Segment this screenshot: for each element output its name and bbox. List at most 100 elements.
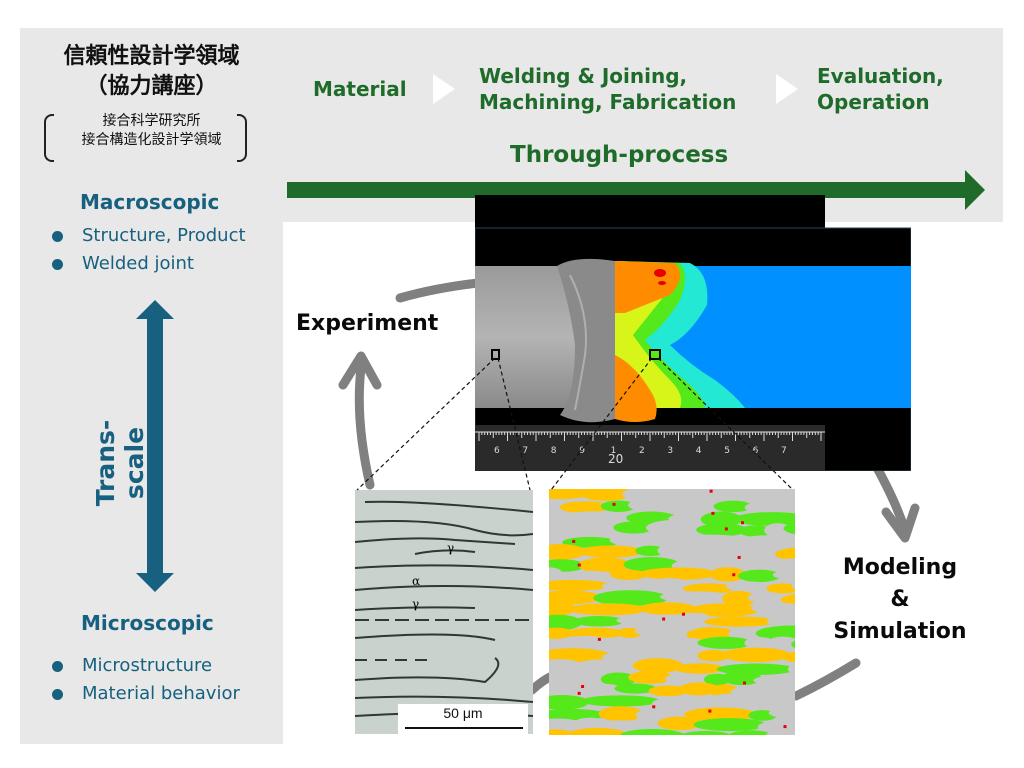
grain <box>578 557 632 573</box>
grain-spot <box>708 709 712 713</box>
grain <box>679 682 719 696</box>
grain-spot <box>732 573 736 577</box>
macroscopic-list: Structure, Product Welded joint <box>52 222 246 278</box>
grain <box>616 614 692 627</box>
macroscopic-heading: Macroscopic <box>80 190 220 214</box>
phase-label-gamma: γ <box>412 597 419 611</box>
list-item-text: Microstructure <box>82 655 213 676</box>
grain <box>790 534 795 544</box>
grain <box>549 671 609 686</box>
grain <box>573 616 625 627</box>
circular-arrow-icon <box>354 363 375 490</box>
ruler-tick-label: 5 <box>724 446 730 456</box>
modeling-line: & <box>890 587 910 612</box>
grain <box>685 544 736 561</box>
grain <box>727 730 773 735</box>
grain <box>566 727 628 735</box>
process-step-label: Material <box>313 77 407 101</box>
arrowhead-icon <box>881 503 920 543</box>
grain <box>747 592 789 604</box>
grain <box>791 640 795 649</box>
grain <box>687 603 760 617</box>
grain <box>549 708 607 721</box>
grain <box>635 716 666 731</box>
grain <box>549 522 592 535</box>
process-step-label: Operation <box>817 90 930 114</box>
grain-spot <box>597 637 601 641</box>
grain <box>727 543 783 559</box>
grain <box>766 636 795 650</box>
grain-spot <box>572 539 576 543</box>
grain <box>555 511 635 525</box>
grain <box>614 683 657 694</box>
scale-bar-label: 50 μm <box>443 705 483 721</box>
bullet-icon <box>52 230 63 242</box>
grain-spot <box>581 684 585 688</box>
ruler-tick-label: 2 <box>639 446 645 456</box>
grain <box>697 650 730 662</box>
grain <box>602 580 655 594</box>
grain <box>579 489 631 501</box>
grain <box>737 569 781 583</box>
grain <box>648 685 688 697</box>
grain <box>632 658 684 673</box>
circular-arrow-icon <box>871 461 910 535</box>
grain <box>549 659 583 672</box>
grain <box>583 523 622 538</box>
bullet-icon <box>52 660 63 672</box>
grain <box>549 559 587 572</box>
grain <box>555 570 619 582</box>
grain <box>744 637 775 650</box>
grain <box>549 648 610 663</box>
grain <box>707 693 755 710</box>
grain <box>660 591 731 603</box>
grain <box>600 500 637 512</box>
grain <box>766 728 795 735</box>
affiliation-line2: 接合構造化設計学領域 <box>81 132 222 148</box>
ruler-tick-label: 8 <box>551 446 557 456</box>
bracket-right-icon <box>237 114 247 162</box>
list-item: Welded joint <box>52 250 246 278</box>
grain <box>766 615 795 628</box>
ruler-tick-label: 7 <box>781 446 787 456</box>
grain <box>549 627 575 639</box>
grain <box>676 497 722 513</box>
grain <box>783 522 795 535</box>
grain <box>577 545 644 558</box>
grain <box>652 697 716 710</box>
experiment-label: Experiment <box>296 311 439 336</box>
lab-affiliation: 接合科学研究所 接合構造化設計学領域 <box>20 112 283 150</box>
grain-spot <box>662 617 666 621</box>
grain <box>704 616 775 627</box>
grain <box>746 695 795 708</box>
selection-box-photo <box>491 349 500 360</box>
grain-spot <box>577 691 581 695</box>
grain <box>721 647 791 662</box>
grain <box>774 547 795 561</box>
process-step-label: Welding & Joining, <box>479 64 688 88</box>
phase-label-gamma: γ <box>447 541 454 555</box>
grain <box>751 602 795 614</box>
grain <box>580 695 661 707</box>
grain <box>549 489 588 500</box>
grain-spot <box>783 725 787 729</box>
ruler-tick-label: 9 <box>579 446 585 456</box>
grain <box>572 717 607 731</box>
grain-spot <box>577 563 581 567</box>
ruler-major-label: 20 <box>608 452 623 466</box>
grain <box>744 500 795 515</box>
grain-spot <box>711 511 715 515</box>
grain <box>549 718 581 730</box>
grain <box>549 695 589 710</box>
chevron-right-icon <box>776 74 798 104</box>
circular-arrow-icon <box>395 278 483 303</box>
list-item: Structure, Product <box>52 222 246 250</box>
right-arrow-icon <box>287 170 985 210</box>
grain-spot <box>742 681 746 685</box>
grain <box>610 569 648 580</box>
grain <box>634 625 695 638</box>
simulated-microstructure-image <box>549 489 795 735</box>
grain <box>722 670 762 686</box>
grain <box>600 672 637 687</box>
